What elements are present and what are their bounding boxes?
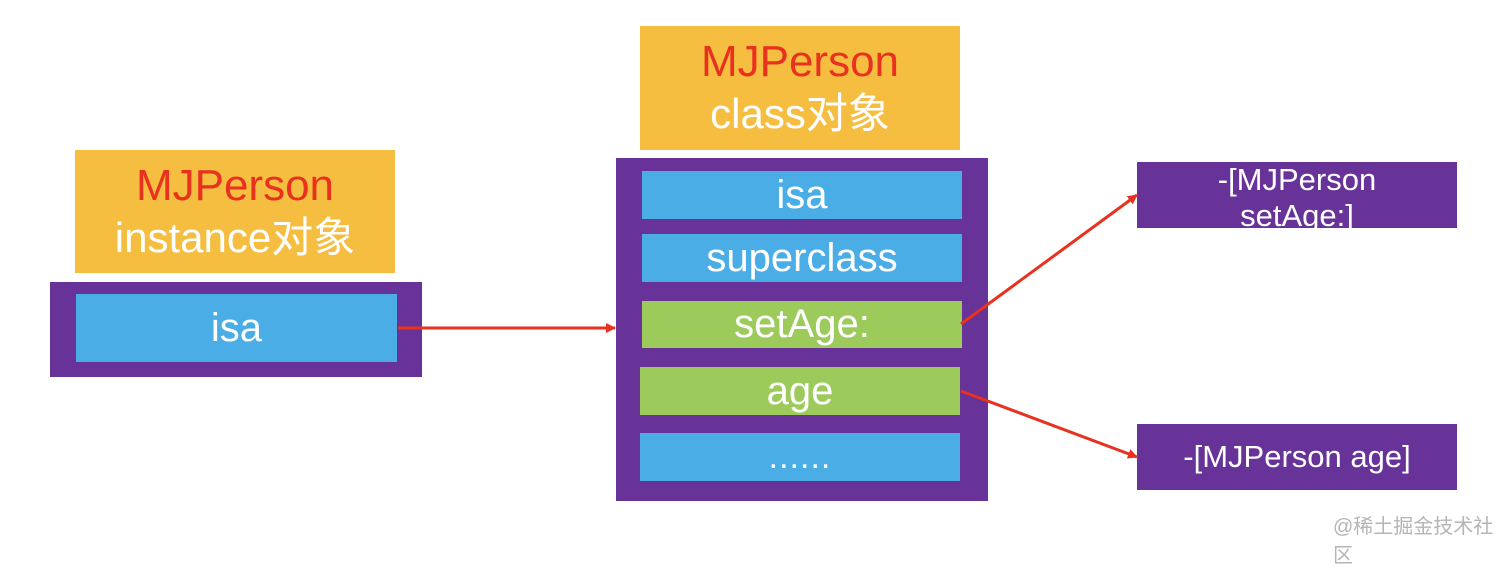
arrow-setage-to-method [960,193,1138,326]
class-superclass-field: superclass [642,234,962,282]
method-setage-box: -[MJPerson setAge:] [1137,162,1457,228]
class-isa-field: isa [642,171,962,219]
class-more-field: ...... [640,433,960,481]
instance-kind-label: instance对象 [114,213,356,261]
class-age-label: age [766,368,834,413]
method-age-label: -[MJPerson age] [1183,439,1411,475]
arrow-age-to-method [960,389,1138,459]
class-kind-label: class对象 [710,90,890,138]
method-age-box: -[MJPerson age] [1137,424,1457,490]
class-title-box: MJPerson class对象 [640,26,960,150]
arrows-layer [398,193,1138,459]
instance-isa-field: isa [76,294,397,362]
class-object-container: isa superclass setAge: age ...... [616,158,988,501]
class-more-label: ...... [768,438,832,476]
method-setage-line2: setAge:] [1240,197,1354,228]
class-age-field: age [640,367,960,415]
class-class-name: MJPerson [700,37,900,87]
class-setage-field: setAge: [642,301,962,348]
class-superclass-label: superclass [706,235,898,280]
method-setage-line1: -[MJPerson [1217,162,1377,197]
instance-class-name: MJPerson [135,160,335,210]
instance-isa-label: isa [210,305,263,350]
instance-object-container: isa [50,282,422,377]
instance-title-box: MJPerson instance对象 [75,150,395,273]
class-isa-label: isa [776,172,828,217]
class-setage-label: setAge: [734,302,870,346]
